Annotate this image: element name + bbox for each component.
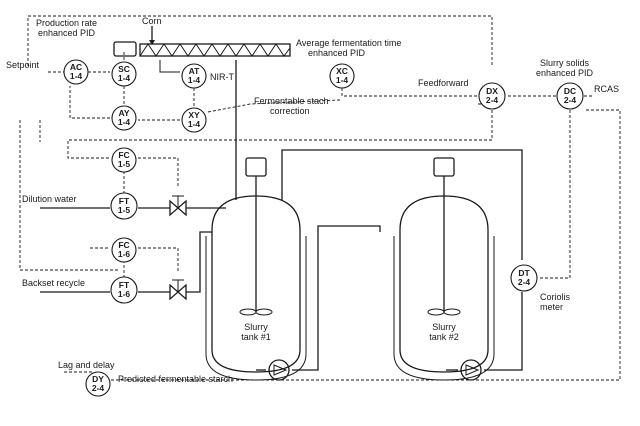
feedforward-label: Feedforward <box>418 78 469 88</box>
svg-text:FT: FT <box>119 196 130 206</box>
coriolis-line1: Coriolis <box>540 292 571 302</box>
instrument-ay-1-4: AY 1-4 <box>111 105 137 131</box>
rcas-label: RCAS <box>594 84 619 94</box>
svg-text:1-4: 1-4 <box>70 71 83 81</box>
svg-text:DC: DC <box>564 86 576 96</box>
instrument-at-1-4: AT 1-4 <box>181 63 207 89</box>
fermentable-line1: Fermentable stach <box>254 96 329 106</box>
instrument-dy-2-4: DY 2-4 <box>85 371 111 397</box>
svg-text:AC: AC <box>70 62 82 72</box>
svg-text:2-4: 2-4 <box>564 95 577 105</box>
tank1-label-line2: tank #1 <box>241 332 271 342</box>
svg-text:FC: FC <box>118 240 129 250</box>
tank2-label-line2: tank #2 <box>429 332 459 342</box>
pump-1 <box>268 359 290 381</box>
signal-lines <box>19 15 621 381</box>
svg-text:FT: FT <box>119 280 130 290</box>
setpoint-label: Setpoint <box>6 60 40 70</box>
predicted-starch-label: Predicted fermentable starch <box>118 374 233 384</box>
instrument-dx-2-4: DX 2-4 <box>478 82 506 110</box>
lag-delay-label: Lag and delay <box>58 360 115 370</box>
fermentable-line2: correction <box>270 106 310 116</box>
svg-text:1-4: 1-4 <box>118 73 131 83</box>
instrument-dc-2-4: DC 2-4 <box>556 82 584 110</box>
svg-text:1-4: 1-4 <box>188 75 201 85</box>
instrument-ac-1-4: AC 1-4 <box>63 59 89 85</box>
instrument-xy-1-4: XY 1-4 <box>181 107 207 133</box>
feeder-motor <box>113 41 137 57</box>
backset-recycle-label: Backset recycle <box>22 278 85 288</box>
agitator-motor-2 <box>433 157 455 177</box>
instrument-ft-1-5: FT 1-5 <box>110 192 138 220</box>
svg-text:1-4: 1-4 <box>336 75 349 85</box>
instrument-dt-2-4: DT 2-4 <box>510 264 538 292</box>
valve-dilution <box>169 195 187 217</box>
agitator-motor-1 <box>245 157 267 177</box>
process-lines <box>40 26 523 371</box>
avg-ferm-line2: enhanced PID <box>308 48 366 58</box>
svg-text:1-6: 1-6 <box>118 249 131 259</box>
tank2-label-line1: Slurry <box>432 322 456 332</box>
svg-text:2-4: 2-4 <box>92 383 105 393</box>
production-pid-line1: Production rate <box>36 18 97 28</box>
instrument-sc-1-4: SC 1-4 <box>111 61 137 87</box>
svg-text:XC: XC <box>336 66 348 76</box>
svg-text:SC: SC <box>118 64 130 74</box>
svg-text:1-4: 1-4 <box>188 119 201 129</box>
svg-text:FC: FC <box>118 150 129 160</box>
screw-conveyor <box>113 41 291 57</box>
tank1-label-line1: Slurry <box>244 322 268 332</box>
valve-backset <box>169 279 187 301</box>
svg-text:1-5: 1-5 <box>118 205 131 215</box>
annotation-labels: Corn Production rate enhanced PID Setpoi… <box>6 16 619 384</box>
svg-text:2-4: 2-4 <box>486 95 499 105</box>
pump-2 <box>460 359 482 381</box>
svg-text:DT: DT <box>518 268 530 278</box>
coriolis-line2: meter <box>540 302 563 312</box>
instrument-fc-1-6: FC 1-6 <box>111 237 137 263</box>
svg-text:1-5: 1-5 <box>118 159 131 169</box>
slurry-tank-1: Slurry tank #1 <box>205 157 307 381</box>
svg-text:DX: DX <box>486 86 498 96</box>
production-pid-line2: enhanced PID <box>38 28 96 38</box>
svg-text:DY: DY <box>92 374 104 384</box>
svg-text:1-4: 1-4 <box>118 117 131 127</box>
instrument-xc-1-4: XC 1-4 <box>329 63 355 89</box>
instrument-ft-1-6: FT 1-6 <box>110 276 138 304</box>
slurry-tank-2: Slurry tank #2 <box>393 157 495 381</box>
dilution-water-label: Dilution water <box>22 194 77 204</box>
svg-text:AT: AT <box>189 66 201 76</box>
avg-ferm-line1: Average fermentation time <box>296 38 401 48</box>
corn-label: Corn <box>142 16 162 26</box>
slurry-solids-line2: enhanced PID <box>536 68 594 78</box>
nir-t-label: NIR-T <box>210 72 234 82</box>
slurry-solids-line1: Slurry solids <box>540 58 590 68</box>
svg-text:XY: XY <box>188 110 200 120</box>
svg-text:AY: AY <box>118 108 129 118</box>
instrument-fc-1-5: FC 1-5 <box>111 147 137 173</box>
svg-text:2-4: 2-4 <box>518 277 531 287</box>
svg-text:1-6: 1-6 <box>118 289 131 299</box>
